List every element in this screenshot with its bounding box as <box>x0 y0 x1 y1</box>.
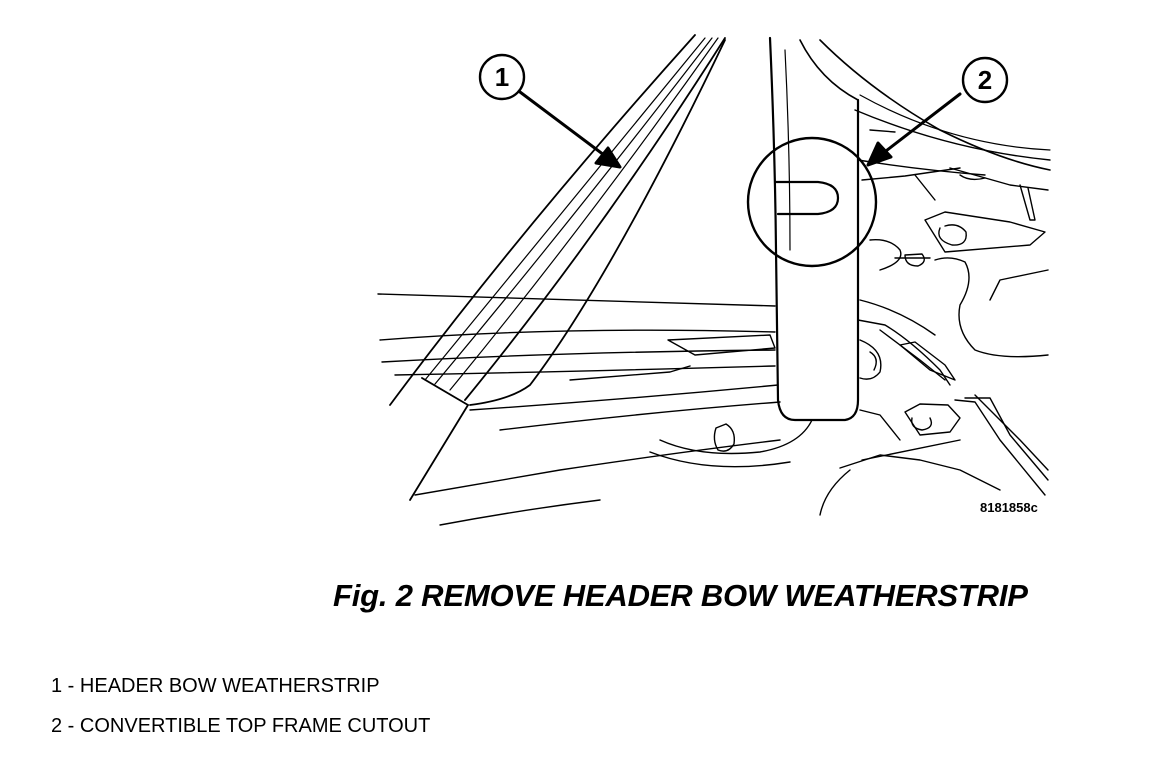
header-bow-weatherstrip-drawing <box>389 34 726 501</box>
parts-legend: 1 - HEADER BOW WEATHERSTRIP 2 - CONVERTI… <box>51 674 430 754</box>
legend-item: 2 - CONVERTIBLE TOP FRAME CUTOUT <box>51 714 430 754</box>
convertible-top-frame-drawing <box>746 36 1051 422</box>
legend-item: 1 - HEADER BOW WEATHERSTRIP <box>51 674 430 714</box>
legend-item-separator: - <box>62 715 80 737</box>
legend-item-number: 1 <box>51 675 63 697</box>
callout-marker-1: 1 <box>478 53 526 101</box>
callout-number-1: 1 <box>495 62 509 92</box>
legend-item-label: HEADER BOW WEATHERSTRIP <box>79 675 380 697</box>
callout-number-2: 2 <box>978 65 992 95</box>
background-body-linework <box>377 109 1051 526</box>
legend-item-separator: - <box>62 675 80 697</box>
callout-marker-2: 2 <box>961 56 1009 104</box>
legend-item-number: 2 <box>51 715 63 737</box>
figure-caption: Fig. 2 REMOVE HEADER BOW WEATHERSTRIP <box>333 578 1028 613</box>
callout-leader-arrows <box>518 90 962 169</box>
legend-item-label: CONVERTIBLE TOP FRAME CUTOUT <box>79 715 431 737</box>
line-drawing-illustration: 1 2 8181858c <box>377 34 1051 526</box>
figure-id: 8181858c <box>980 500 1038 515</box>
